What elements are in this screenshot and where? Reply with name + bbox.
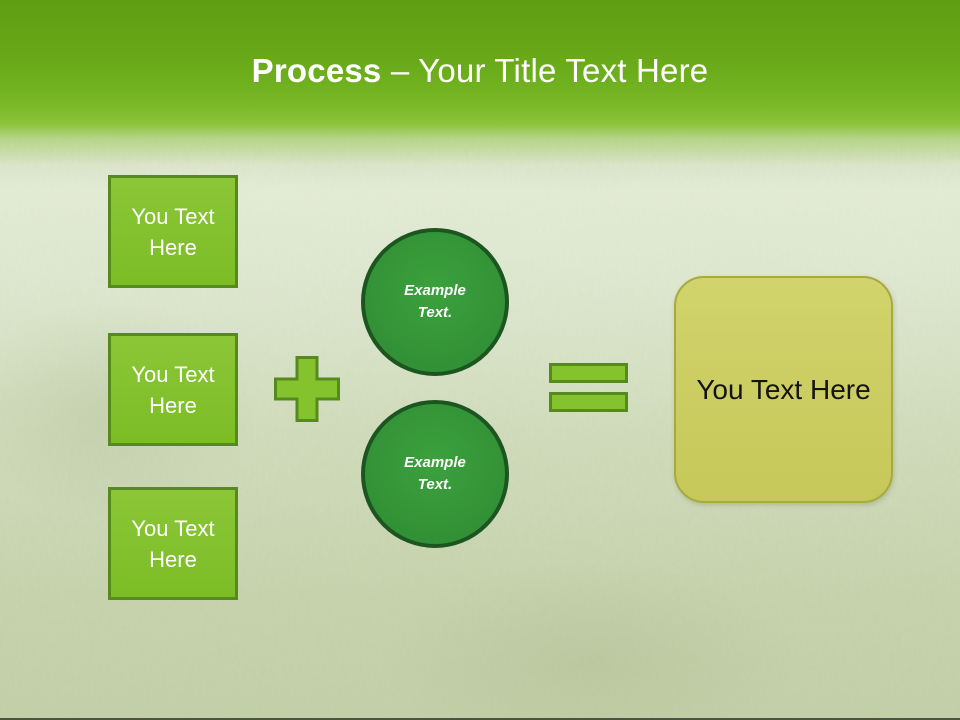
- input-step-box-1[interactable]: You Text Here: [108, 175, 238, 288]
- example-circle-label: Example Text.: [404, 454, 466, 493]
- input-step-label: You Text Here: [131, 515, 215, 572]
- input-step-box-2[interactable]: You Text Here: [108, 333, 238, 446]
- result-label: You Text Here: [696, 373, 871, 405]
- page-title: Process – Your Title Text Here: [0, 52, 960, 90]
- result-box[interactable]: You Text Here: [674, 276, 893, 503]
- example-circle-2[interactable]: Example Text.: [361, 400, 509, 548]
- example-circle-1[interactable]: Example Text.: [361, 228, 509, 376]
- example-circle-label: Example Text.: [404, 282, 466, 321]
- equals-bar-top: [549, 363, 628, 383]
- plus-icon[interactable]: [274, 356, 340, 422]
- title-emphasis: Process: [251, 52, 382, 89]
- equals-icon[interactable]: [549, 363, 628, 412]
- title-banner: Process – Your Title Text Here: [0, 0, 960, 172]
- slide-bottom-edge: [0, 718, 960, 720]
- equals-bar-bottom: [549, 392, 628, 412]
- title-remainder: – Your Title Text Here: [381, 52, 709, 89]
- input-step-label: You Text Here: [131, 203, 215, 260]
- input-step-box-3[interactable]: You Text Here: [108, 487, 238, 600]
- input-step-label: You Text Here: [131, 361, 215, 418]
